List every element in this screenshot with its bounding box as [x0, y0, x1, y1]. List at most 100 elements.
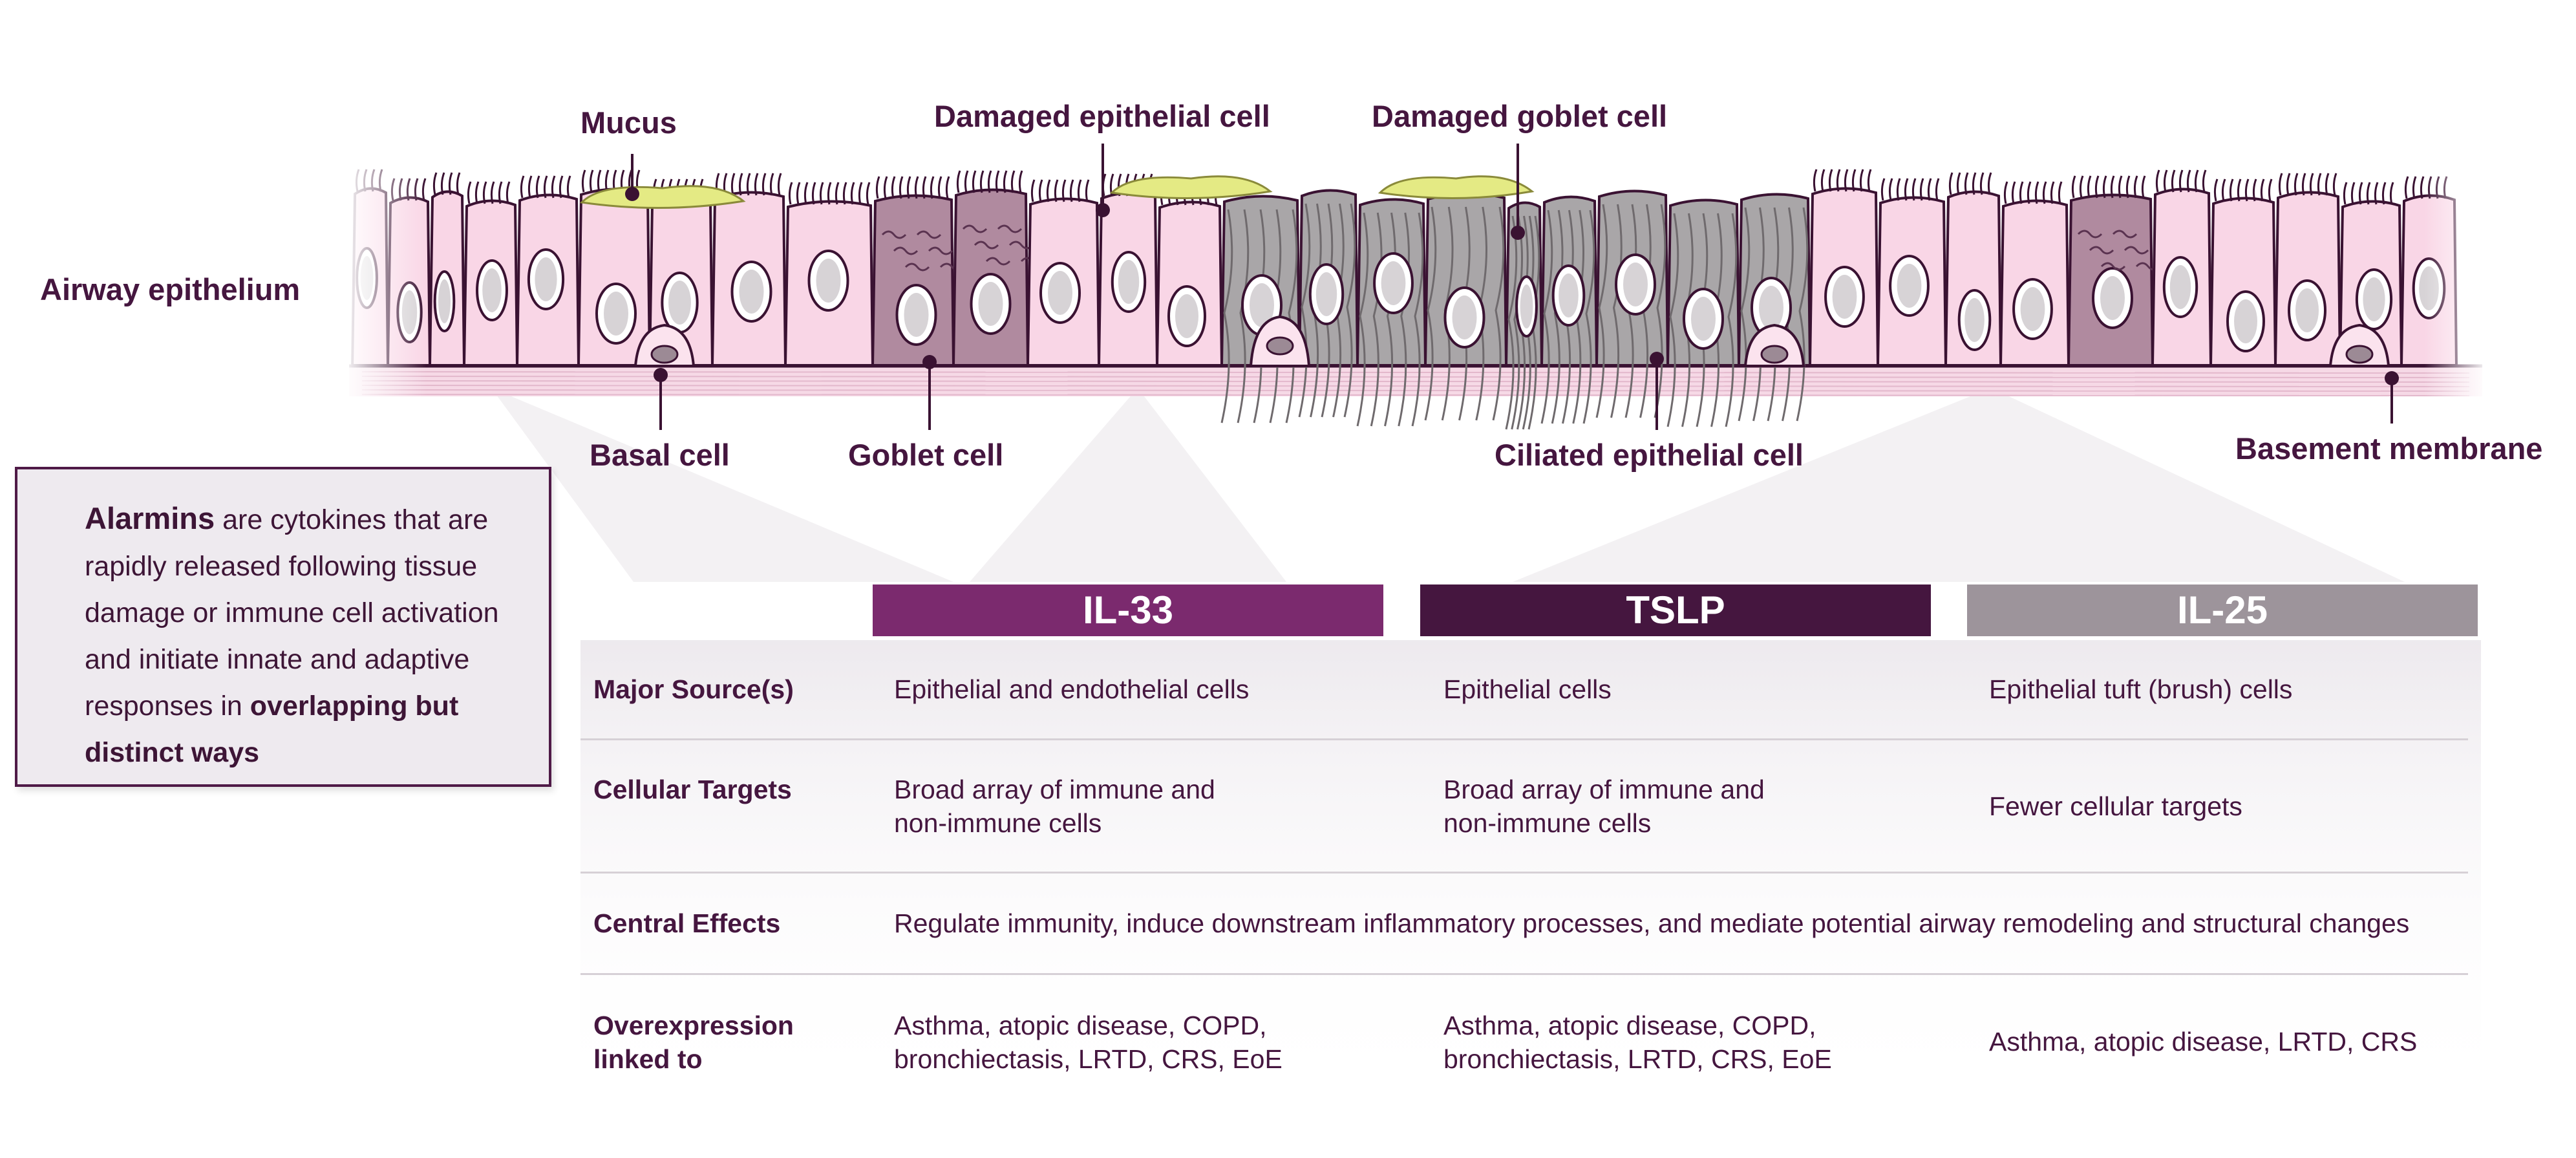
cilium [2404, 176, 2409, 199]
nucleus-inner [482, 268, 502, 312]
damage-texture [1551, 209, 1564, 424]
cilium [972, 170, 977, 193]
secretory-granule [962, 224, 988, 233]
cilium [2141, 175, 2146, 198]
epithelial-cell [1808, 169, 1880, 367]
cilium [995, 170, 1000, 193]
cilium [866, 182, 871, 205]
cilium [2252, 178, 2257, 202]
membrane-fiber [361, 380, 2470, 383]
nucleus-inner [1964, 298, 1985, 342]
epithelial-cell [1297, 189, 1359, 418]
leader-dot [625, 187, 639, 201]
cilium [2094, 175, 2100, 198]
cilium [1813, 169, 1818, 192]
fan-shape [970, 388, 1286, 582]
cilium [1927, 178, 1932, 201]
cilium [2268, 178, 2273, 202]
cilium [1919, 178, 1924, 201]
damage-texture [1505, 215, 1518, 430]
epithelial-cell [2273, 173, 2342, 367]
secretory-granule [974, 241, 999, 250]
cilium [566, 175, 571, 198]
cilium [2244, 178, 2250, 202]
epithelial-cell [2338, 182, 2403, 367]
cilium [2381, 182, 2387, 205]
cilium [1010, 170, 1016, 193]
cilium [448, 172, 453, 195]
cilium [1018, 170, 1023, 193]
cilium [891, 176, 896, 199]
cilium [498, 181, 503, 204]
epithelial-cell [1155, 182, 1224, 367]
secretory-granule [997, 224, 1023, 233]
secretory-granule [893, 246, 919, 255]
epithelial-cell [1504, 201, 1544, 430]
column-header-tslp: TSLP [1420, 584, 1931, 636]
cilium [1979, 172, 1985, 195]
damage-texture [1666, 213, 1679, 427]
secretory-granule [2089, 246, 2114, 255]
membrane-fiber [361, 376, 2470, 378]
row-divider [580, 973, 2468, 975]
cilium [2358, 182, 2363, 205]
cilium [1069, 179, 1074, 202]
cilium [1038, 179, 1043, 202]
membrane-fiber [361, 371, 2470, 374]
cilium [2229, 178, 2234, 202]
cilium [535, 175, 540, 198]
cilium [1867, 169, 1872, 192]
callout-emphasis: overlapping but distinct ways [85, 691, 459, 768]
cilium [1061, 179, 1067, 202]
cilium [761, 173, 767, 196]
epithelial-cell [1540, 195, 1599, 424]
cilium [804, 182, 809, 205]
left-fade [343, 155, 427, 401]
epithelial-cell [710, 173, 787, 367]
callout-term: Alarmins [85, 501, 215, 535]
epithelial-cell [1026, 179, 1101, 367]
damage-texture [1343, 203, 1356, 418]
cell-central-effects: Regulate immunity, induce downstream inf… [894, 908, 2410, 938]
leader-dot [654, 368, 668, 382]
label-mucus: Mucus [580, 105, 677, 140]
nucleus-inner [438, 279, 451, 323]
epithelial-cell [952, 170, 1046, 367]
cilium [1109, 173, 1114, 197]
cilium [2003, 181, 2008, 204]
cilium [1003, 170, 1008, 193]
cilium [2213, 178, 2219, 202]
cilium [842, 182, 847, 205]
basal-cell [2328, 323, 2390, 367]
epithelial-cell [1097, 173, 1159, 367]
damage-texture [1370, 212, 1383, 427]
cilium [746, 173, 751, 196]
damage-texture [1540, 209, 1553, 424]
cilium [2163, 169, 2168, 193]
cilium [2389, 182, 2394, 205]
cilium [930, 176, 935, 199]
row-divider [580, 872, 2468, 874]
cilium [922, 176, 927, 199]
column-header-il25: IL-25 [1967, 584, 2478, 636]
cilium [1880, 178, 1886, 201]
cilium [2412, 176, 2417, 199]
nucleus-inner [1250, 283, 1274, 327]
cilium [1896, 178, 1901, 201]
nucleus-inner [2295, 288, 2319, 332]
leader-dot [1511, 226, 1525, 240]
epithelial-cell [428, 172, 466, 367]
label-basal-cell: Basal cell [590, 438, 730, 472]
nucleus-inner [1381, 261, 1406, 305]
row-label-overexpression: Overexpression linked to [593, 1011, 794, 1074]
mucus-blob [1378, 175, 1535, 199]
damage-texture [1220, 209, 1233, 424]
label-damaged-goblet-cell: Damaged goblet cell [1372, 99, 1668, 133]
cell-il33-source: Epithelial and endothelial cells [894, 674, 1250, 704]
cilium [2011, 181, 2016, 204]
row-label-central-effects: Central Effects [593, 908, 781, 938]
damage-texture [1285, 209, 1298, 424]
cilium [1964, 172, 1969, 195]
nucleus-inner [904, 293, 929, 337]
